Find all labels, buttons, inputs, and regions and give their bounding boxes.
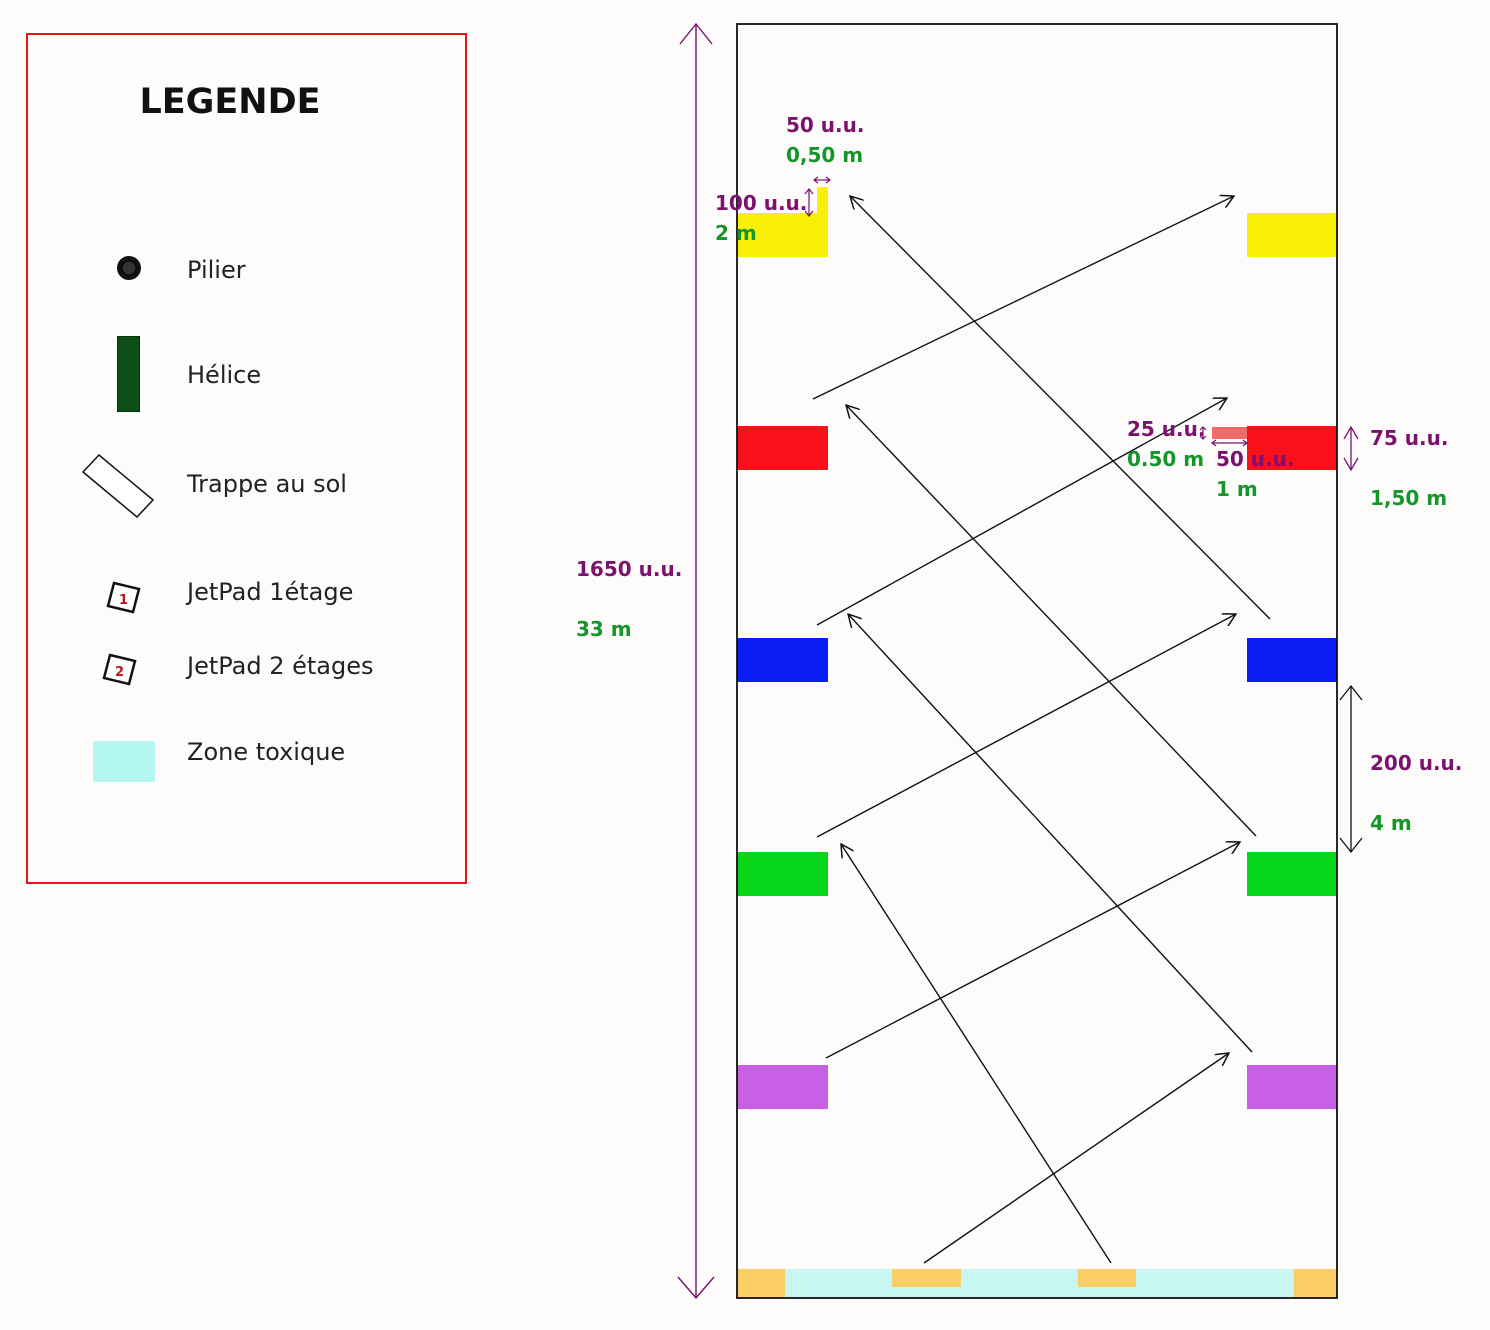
legend-label-jetpad-1: JetPad 1étage <box>187 578 354 606</box>
platform-blue-left <box>737 638 828 682</box>
platform-green-right <box>1247 852 1337 896</box>
ledge-width-m: 1 m <box>1216 477 1258 501</box>
tower-outline <box>736 23 1338 1299</box>
legend-label-pillar: Pilier <box>187 256 246 284</box>
jump-arrow <box>816 398 1227 626</box>
total-height-dimension <box>677 22 715 1300</box>
platform-red-left <box>737 426 828 470</box>
svg-text:1: 1 <box>119 593 128 608</box>
step-height-dimension <box>804 188 814 217</box>
floor-trap-icon <box>81 453 155 519</box>
jump-arrow <box>825 842 1240 1059</box>
jump-arrow <box>841 844 1112 1264</box>
floor-pad-mid-2 <box>1078 1269 1136 1287</box>
total-height-uu: 1650 u.u. <box>576 557 682 581</box>
step-height-uu: 100 u.u. <box>715 191 807 215</box>
gap-dimension <box>1339 684 1363 854</box>
platform-blue-right <box>1247 638 1337 682</box>
legend-label-trap: Trappe au sol <box>187 470 347 498</box>
jetpad-2-icon: 2 <box>102 653 137 686</box>
platform-yellow-right <box>1247 213 1337 257</box>
red-ledge <box>1212 427 1247 439</box>
gap-m: 4 m <box>1370 811 1412 835</box>
step-width-uu: 50 u.u. <box>786 113 864 137</box>
platform-purple-left <box>737 1065 828 1109</box>
legend-box <box>26 33 467 884</box>
platform-yellow-left <box>737 213 828 257</box>
legend-label-toxic: Zone toxique <box>187 738 346 766</box>
step-width-dimension <box>813 176 831 184</box>
ledge-height-uu: 25 u.u. <box>1127 417 1205 441</box>
floor-pad-right <box>1294 1269 1337 1298</box>
platform-height-uu: 75 u.u. <box>1370 426 1448 450</box>
toxic-zone-swatch <box>93 741 155 782</box>
svg-text:2: 2 <box>115 665 124 680</box>
floor-pad-mid-1 <box>892 1269 961 1287</box>
ledge-dimensions <box>1199 426 1248 447</box>
total-height-m: 33 m <box>576 617 632 641</box>
jump-arrow <box>846 405 1257 837</box>
helix-icon <box>117 336 140 412</box>
ledge-height-m: 0.50 m <box>1127 447 1204 471</box>
jump-arrow <box>848 614 1253 1053</box>
legend-label-jetpad-2: JetPad 2 étages <box>187 652 374 680</box>
pillar-icon <box>117 256 141 280</box>
platform-height-dimension <box>1343 425 1359 472</box>
jetpad-1-icon: 1 <box>106 581 141 614</box>
jump-arrow <box>850 196 1271 620</box>
step-height-m: 2 m <box>715 221 757 245</box>
step-width-m: 0,50 m <box>786 143 863 167</box>
jump-arrow <box>923 1053 1229 1264</box>
platform-purple-right <box>1247 1065 1337 1109</box>
platform-red-right <box>1247 426 1337 470</box>
platforms <box>737 213 1337 1109</box>
toxic-zone-floor <box>737 1269 1337 1298</box>
platform-green-left <box>737 852 828 896</box>
jump-arrow <box>812 196 1234 400</box>
ledge-width-uu: 50 u.u. <box>1216 447 1294 471</box>
gap-uu: 200 u.u. <box>1370 751 1462 775</box>
jump-paths <box>812 196 1271 1264</box>
yellow-step <box>817 187 828 214</box>
jump-arrow <box>816 614 1236 838</box>
legend-label-helix: Hélice <box>187 361 262 389</box>
legend-title: LEGENDE <box>139 82 321 122</box>
platform-height-m: 1,50 m <box>1370 486 1447 510</box>
floor-pad-left <box>737 1269 785 1298</box>
